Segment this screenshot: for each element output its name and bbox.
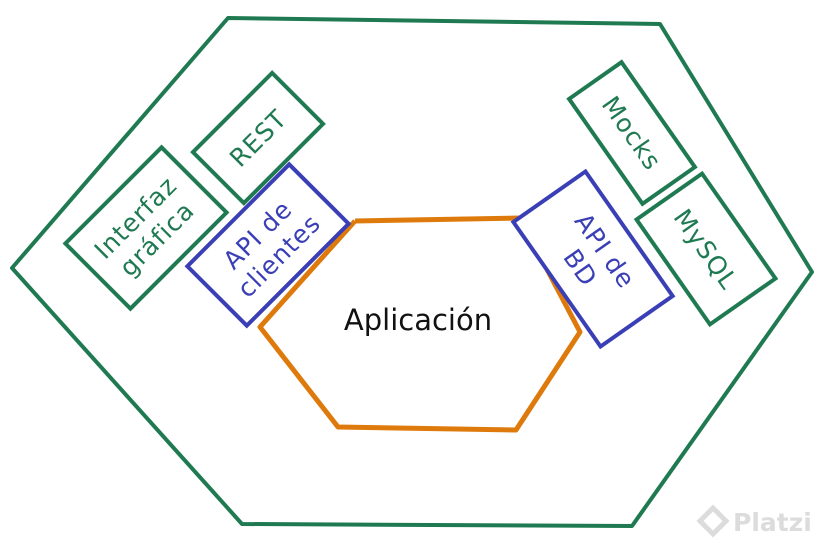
platzi-wordmark: Platzi bbox=[733, 508, 812, 537]
adapter-mocks: Mocks bbox=[566, 59, 698, 207]
adapter-rest: REST bbox=[190, 70, 326, 206]
adapter-interfaz-grafica: Interfaz gráfica bbox=[62, 144, 230, 312]
port-api-bd: API de BD bbox=[510, 168, 676, 350]
port-api-clientes: API de clientes bbox=[184, 161, 352, 329]
platzi-logo-icon bbox=[696, 504, 730, 538]
core-label: Aplicación bbox=[344, 303, 492, 337]
adapter-mysql: MySQL bbox=[633, 170, 779, 328]
outer-hexagon bbox=[10, 16, 814, 528]
platzi-watermark: Platzi bbox=[696, 504, 812, 538]
